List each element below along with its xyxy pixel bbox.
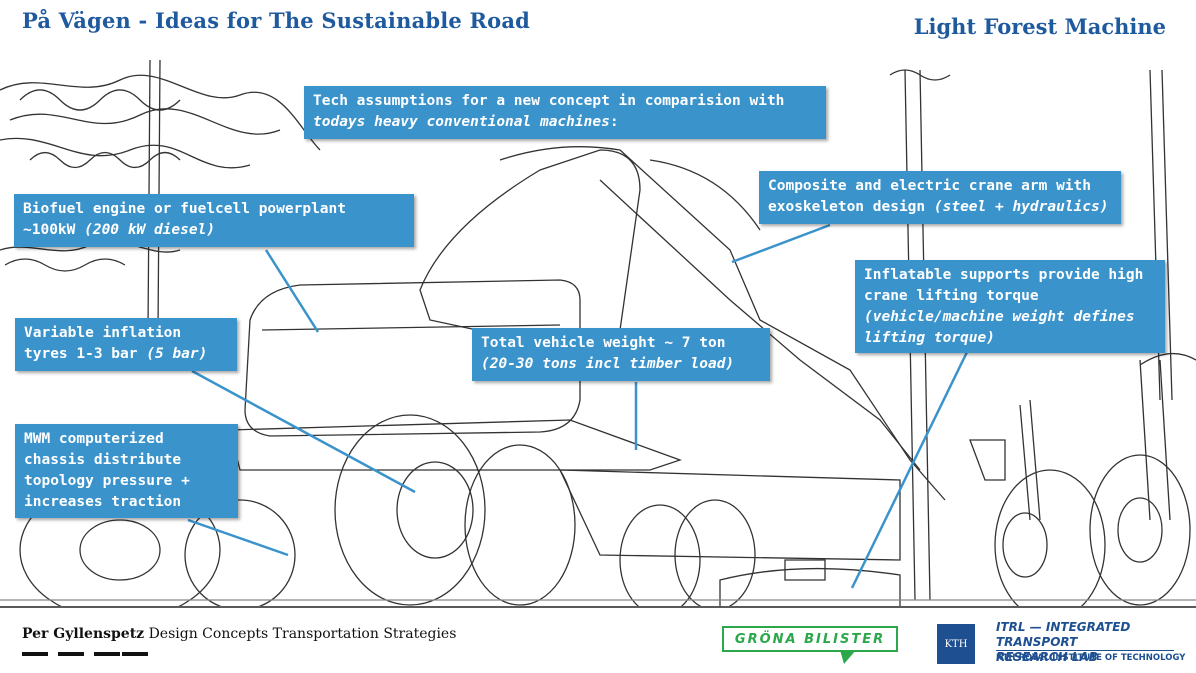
callout-vehicle-weight: Total vehicle weight ~ 7 ton (20-30 tons… xyxy=(472,328,770,381)
callout-text: (steel + hydraulics) xyxy=(933,199,1109,215)
callout-text: Composite and electric crane arm with xyxy=(768,178,1092,194)
callout-text: : xyxy=(609,114,619,130)
callout-text: exoskeleton design xyxy=(768,199,934,215)
rear-rack-sketch xyxy=(969,353,1196,521)
author-line: Per Gyllenspetz Design Concepts Transpor… xyxy=(22,626,456,642)
callout-text: (20-30 tons incl timber load) xyxy=(481,356,735,372)
chassis-sketch xyxy=(558,469,901,611)
concept-title: Light Forest Machine xyxy=(913,14,1166,39)
dash-decoration xyxy=(122,652,148,656)
logo-tail-icon xyxy=(840,650,856,664)
callout-text: (5 bar) xyxy=(146,346,208,362)
callout-text: increases traction xyxy=(24,494,182,510)
itrl-line: RESEARCH LAB xyxy=(996,650,1098,664)
callout-text: Variable inflation xyxy=(24,325,182,341)
callout-crane-arm: Composite and electric crane arm with ex… xyxy=(759,171,1121,224)
leader-engine xyxy=(264,249,320,333)
dash-decoration xyxy=(58,652,84,656)
page-title: På Vägen - Ideas for The Sustainable Roa… xyxy=(22,8,531,33)
callout-text: (vehicle/machine weight defines xyxy=(864,309,1135,325)
callout-text: Tech assumptions for a new concept in co… xyxy=(313,93,785,109)
dash-decoration xyxy=(94,652,120,656)
callout-tyres: Variable inflation tyres 1-3 bar (5 bar) xyxy=(15,318,237,371)
callout-text: tyres 1-3 bar xyxy=(24,346,147,362)
leader-crane xyxy=(731,223,831,264)
callout-text: todays heavy conventional machines xyxy=(313,114,610,130)
callout-text: MWM computerized xyxy=(24,431,164,447)
callout-text: (200 kW diesel) xyxy=(84,222,216,238)
leader-supports xyxy=(850,349,970,589)
leader-chassis xyxy=(187,518,289,557)
kth-logo: KTH xyxy=(937,624,975,664)
leader-tyres xyxy=(191,369,416,494)
footer xyxy=(0,606,1196,673)
kth-institute-name: KTH ROYAL INSTITUTE OF TECHNOLOGY xyxy=(996,653,1186,663)
footer-divider xyxy=(0,606,1196,608)
callout-inflatable-supports: Inflatable supports provide high crane l… xyxy=(855,260,1165,353)
callout-text: topology pressure + xyxy=(24,473,190,489)
itrl-title: ITRL — INTEGRATED TRANSPORT RESEARCH LAB xyxy=(996,620,1186,665)
callout-text: Biofuel engine or fuelcell powerplant xyxy=(23,201,347,217)
callout-text: Total vehicle weight ~ 7 ton xyxy=(481,335,726,351)
callout-tech-assumptions: Tech assumptions for a new concept in co… xyxy=(304,86,826,139)
itrl-line: ITRL — INTEGRATED TRANSPORT xyxy=(996,620,1131,649)
callout-engine: Biofuel engine or fuelcell powerplant ~1… xyxy=(14,194,414,247)
grona-bilister-logo: GRÖNA BILISTER xyxy=(722,626,898,652)
callout-text: chassis distribute xyxy=(24,452,182,468)
itrl-divider xyxy=(996,650,1174,651)
callout-text: lifting torque) xyxy=(864,330,995,346)
author-name: Per Gyllenspetz xyxy=(22,626,145,642)
callout-text: Inflatable supports provide high xyxy=(864,267,1144,283)
callout-chassis: MWM computerized chassis distribute topo… xyxy=(15,424,238,518)
dash-decoration xyxy=(22,652,48,656)
author-tags: Design Concepts Transportation Strategie… xyxy=(144,626,457,642)
callout-text: ~100kW xyxy=(23,222,85,238)
callout-text: crane lifting torque xyxy=(864,288,1039,304)
